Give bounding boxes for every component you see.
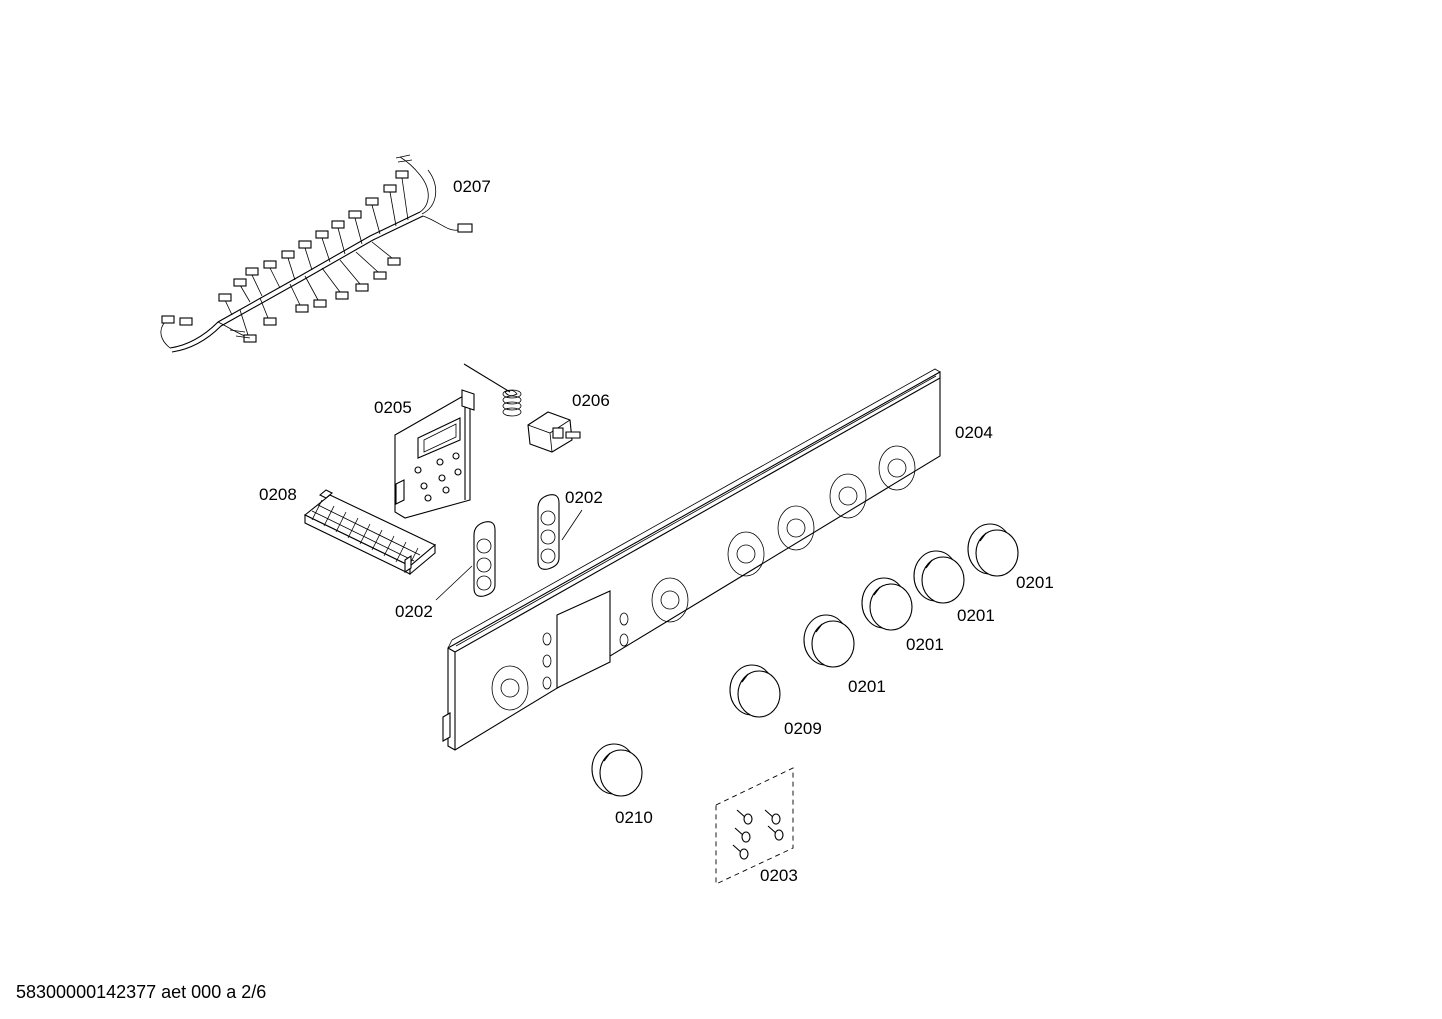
panel-opening: [777, 505, 815, 551]
panel-opening: [878, 445, 916, 491]
label-0201-b: 0201: [957, 606, 995, 625]
knob-holder-0202-right[interactable]: [537, 494, 560, 570]
control-panel-0204[interactable]: [442, 368, 941, 751]
panel-opening: [829, 473, 867, 519]
knob-0201-a[interactable]: [967, 523, 1019, 577]
knob-0201-b[interactable]: [913, 550, 965, 604]
label-0201-d: 0201: [848, 677, 886, 696]
knob-0201-d[interactable]: [803, 614, 855, 668]
knob-0209[interactable]: [729, 664, 781, 718]
label-0201-c: 0201: [906, 635, 944, 654]
screw-icon: [734, 827, 751, 843]
wiring-harness-0207[interactable]: [160, 154, 473, 353]
label-0204: 0204: [955, 423, 993, 442]
panel-openings: [491, 445, 916, 711]
panel-opening: [651, 577, 689, 623]
panel-opening: [491, 665, 529, 711]
knob-0201-c[interactable]: [861, 577, 913, 631]
label-0203: 0203: [760, 866, 798, 885]
label-0209: 0209: [784, 719, 822, 738]
label-0205: 0205: [374, 398, 412, 417]
label-0206: 0206: [572, 391, 610, 410]
knob-holder-0202-left[interactable]: [473, 521, 496, 597]
timer-module-0205[interactable]: [394, 389, 475, 519]
label-0201-a: 0201: [1016, 573, 1054, 592]
label-0208: 0208: [259, 485, 297, 504]
label-0210: 0210: [615, 808, 653, 827]
panel-opening: [727, 531, 765, 577]
terminal-block-0208[interactable]: [303, 489, 437, 576]
label-0202-left: 0202: [395, 602, 433, 621]
thermostat-0206[interactable]: [463, 363, 581, 453]
screw-icon: [736, 809, 753, 825]
leader-lines-0202: [435, 509, 583, 601]
screw-icon: [732, 844, 749, 860]
label-0207: 0207: [453, 177, 491, 196]
label-0202-right: 0202: [565, 488, 603, 507]
screw-icon: [764, 809, 781, 825]
screws-0203[interactable]: [715, 767, 794, 885]
knob-0210[interactable]: [591, 743, 643, 797]
document-footer: 58300000142377 aet 000 a 2/6: [16, 982, 266, 1002]
screw-icon: [767, 825, 784, 841]
